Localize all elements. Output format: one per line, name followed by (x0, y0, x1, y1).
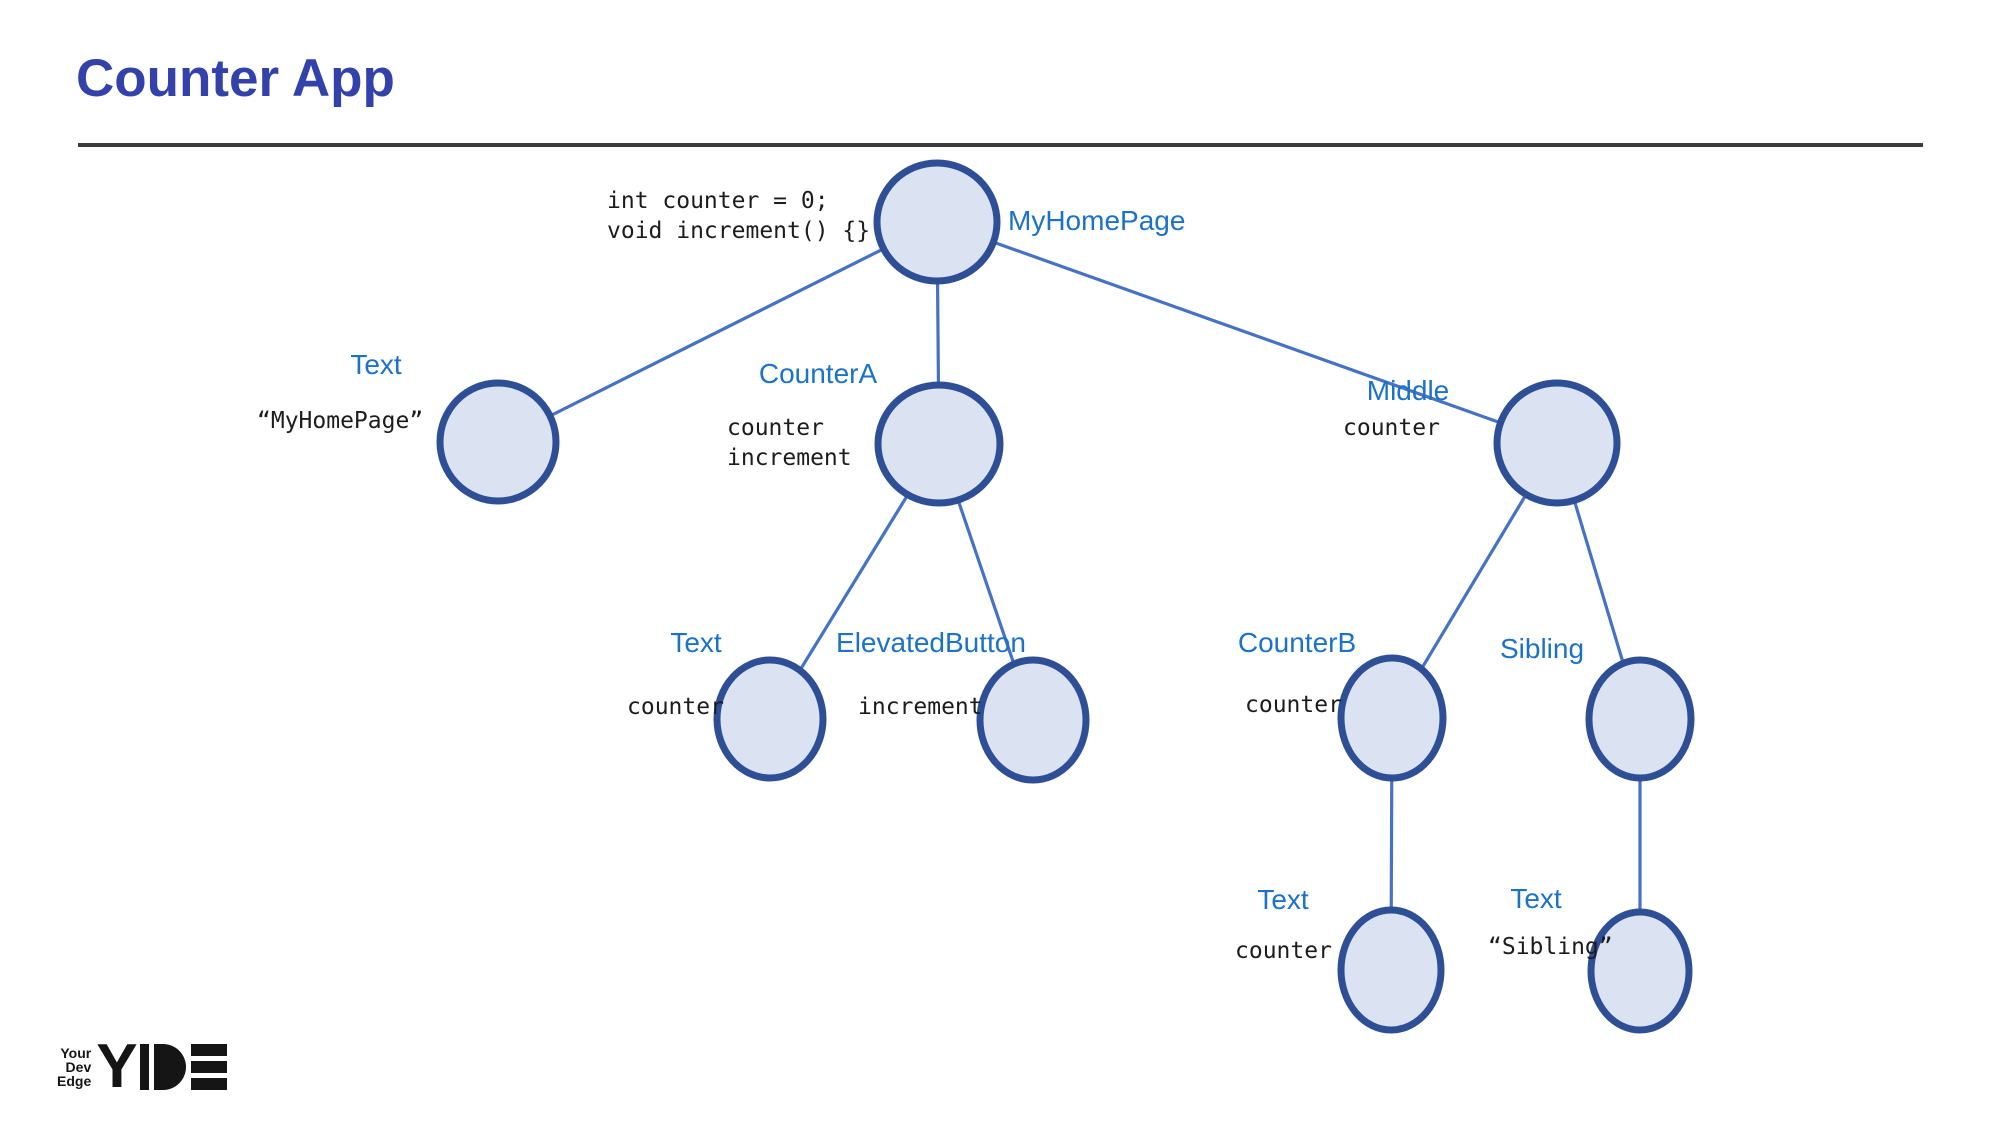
tree-node-middle (1493, 379, 1621, 507)
tree-node-label-text-a: Text (670, 627, 722, 658)
tree-node-label-counter-b: CounterB (1237, 627, 1357, 658)
tree-node-label-sibling: Sibling (1499, 633, 1585, 664)
tree-node-label-elevated-button: ElevatedButton (836, 627, 1026, 658)
tree-node-label-counter-a: CounterA (758, 358, 878, 389)
tree-node-annotation-text-sibling: “Sibling” (1488, 934, 1613, 960)
tree-node-annotation-text-title: “MyHomePage” (257, 408, 424, 434)
tree-node-label-text-sibling: Text (1510, 883, 1562, 914)
tree-edge-myhomepage-middle (936, 220, 1558, 445)
logo-letter-d-stem (139, 1044, 149, 1090)
tree-node-text-a (713, 656, 827, 782)
tree-node-myhomepage (873, 159, 1001, 285)
logo-letter-e (190, 1044, 227, 1090)
tree-node-annotation-middle: counter (1343, 415, 1440, 441)
tree-node-label-text-b: Text (1257, 884, 1309, 915)
logo-tagline-line: Your (60, 1045, 92, 1061)
logo-letter-d-bowl (153, 1044, 186, 1090)
tree-edge-myhomepage-text-title (497, 220, 938, 444)
tree-node-text-b (1337, 906, 1445, 1034)
logo-tagline: Your Dev Edge (57, 1046, 91, 1088)
tree-node-annotation-text-a: counter (627, 694, 724, 720)
tree-node-annotation-myhomepage: int counter = 0; void increment() {} (607, 188, 871, 244)
tree-node-text-title (436, 379, 560, 505)
tree-node-elevated-button (976, 656, 1090, 784)
tree-node-annotation-counter-b: counter (1245, 692, 1342, 718)
tree-node-label-middle: Middle (1366, 375, 1450, 406)
yde-logo: Your Dev Edge Y (57, 1032, 227, 1101)
page-title: Counter App (76, 49, 395, 108)
title-underline (78, 143, 1923, 147)
tree-node-sibling (1585, 656, 1695, 782)
logo-tagline-line: Dev (65, 1059, 92, 1075)
logo-acronym: Y (96, 1032, 227, 1101)
tree-node-annotation-text-b: counter (1235, 938, 1332, 964)
tree-node-label-myhomepage: MyHomePage (1008, 205, 1186, 236)
tree-node-counter-b (1337, 654, 1447, 782)
tree-node-counter-a (874, 381, 1004, 507)
tree-node-label-text-title: Text (350, 349, 402, 380)
logo-tagline-line: Edge (57, 1073, 92, 1089)
logo-letter-y: Y (96, 1032, 137, 1101)
tree-node-annotation-elevated-button: increment (858, 694, 983, 720)
tree-node-annotation-counter-a: counter increment (727, 415, 852, 471)
tree-node-text-sibling (1587, 908, 1693, 1034)
